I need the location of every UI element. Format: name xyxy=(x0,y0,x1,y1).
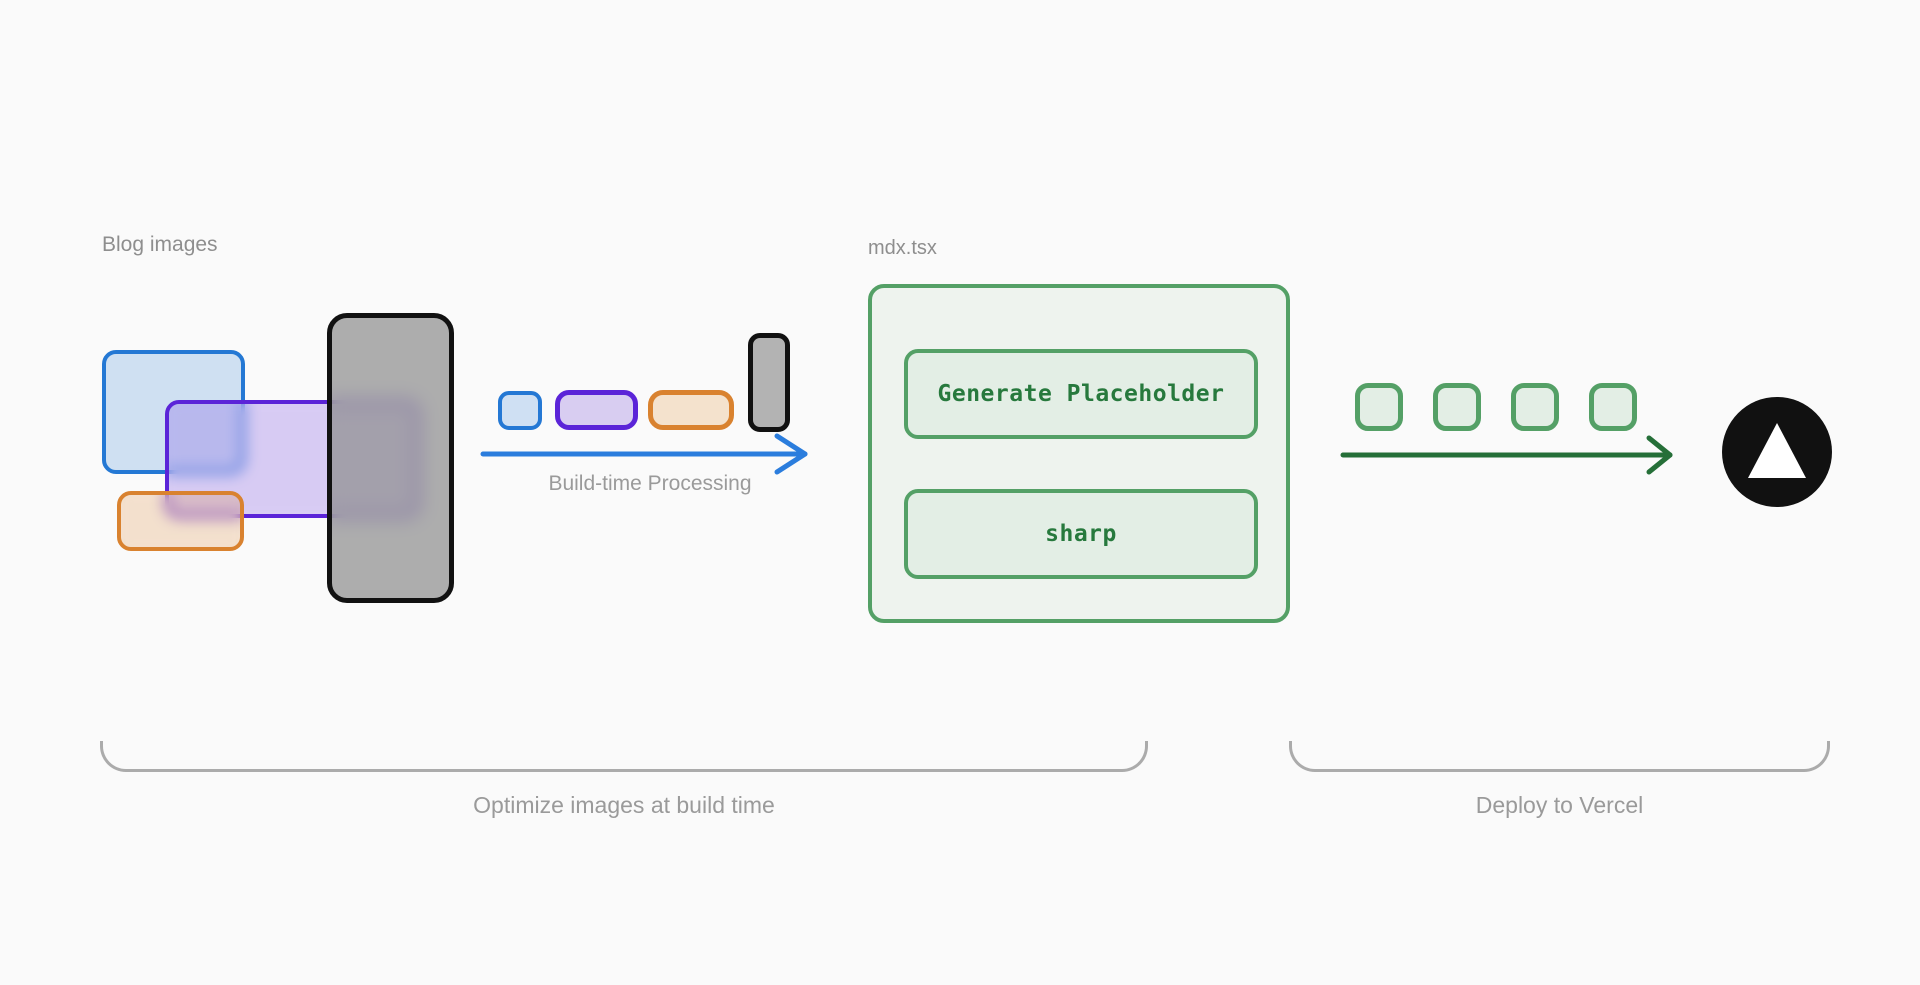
build-arrow-right-icon xyxy=(480,433,808,475)
optimized-image-chip xyxy=(1355,383,1403,431)
processor-box: Generate Placeholder sharp xyxy=(868,284,1290,623)
gray-image-shape xyxy=(327,313,454,603)
mdx-file-label: mdx.tsx xyxy=(868,237,937,259)
deploy-brace xyxy=(1289,741,1830,772)
deploy-arrow-right-icon xyxy=(1340,435,1673,475)
deploy-caption: Deploy to Vercel xyxy=(1475,792,1644,818)
build-arrow-caption: Build-time Processing xyxy=(548,472,752,495)
optimized-image-chip xyxy=(1433,383,1481,431)
sharp-step: sharp xyxy=(904,489,1258,579)
orange-thumbnail-shape xyxy=(648,390,734,430)
generate-placeholder-step: Generate Placeholder xyxy=(904,349,1258,439)
purple-thumbnail-shape xyxy=(555,390,638,430)
optimized-image-chip xyxy=(1511,383,1559,431)
gray-thumbnail-shape xyxy=(748,333,790,432)
optimized-image-chip xyxy=(1589,383,1637,431)
orange-image-shape xyxy=(117,491,244,551)
optimize-caption: Optimize images at build time xyxy=(473,792,775,818)
blue-thumbnail-shape xyxy=(498,391,542,430)
blog-images-label: Blog images xyxy=(102,233,218,256)
vercel-logo-icon xyxy=(1722,397,1832,507)
optimize-brace xyxy=(100,741,1148,772)
